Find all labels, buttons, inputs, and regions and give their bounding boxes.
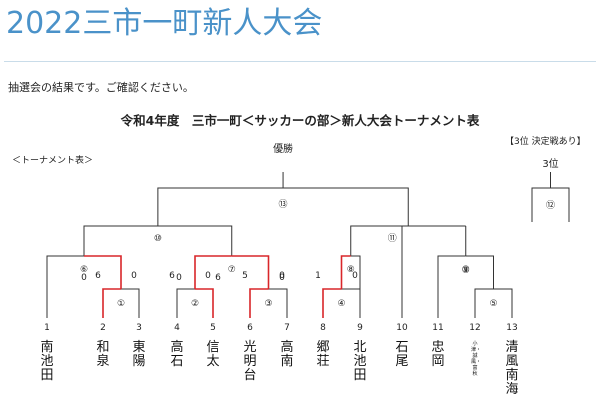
champion-label: 優勝	[273, 142, 293, 155]
team-number: 9	[357, 323, 363, 333]
score: 0	[205, 271, 211, 281]
score: 5	[242, 271, 248, 281]
team-name: 和泉	[96, 340, 110, 369]
score: 0	[352, 271, 358, 281]
bracket-line	[322, 288, 342, 318]
match-number: ⑩	[154, 234, 162, 244]
team-number: 11	[432, 323, 443, 333]
match-number: ①	[117, 299, 125, 309]
bracket-line	[231, 255, 270, 289]
team-number: 7	[284, 323, 290, 333]
bracket-line	[437, 255, 466, 318]
team-number: 3	[136, 323, 142, 333]
match-number: ⑤	[489, 299, 497, 309]
bracket-line	[350, 255, 361, 318]
match-number: ②	[191, 299, 199, 309]
team-number: 1	[44, 323, 50, 333]
bracket-line	[465, 255, 494, 289]
match-number: ⑨	[462, 265, 470, 275]
team-number: 4	[174, 323, 180, 333]
bracket-line	[268, 288, 288, 318]
third-place-note: 【3位 決定戦あり】	[505, 137, 586, 147]
match-number: ⑧	[347, 265, 355, 275]
match-number: ⑫	[546, 200, 555, 211]
team-name: 南池田	[40, 340, 54, 383]
match-number: ⑥	[80, 265, 88, 275]
team-name: 小津・誠風・富秋	[471, 341, 482, 377]
score: 0	[176, 273, 182, 283]
team-number: 13	[506, 323, 517, 333]
bracket-label: ＜トーナメント表＞	[12, 156, 94, 166]
team-number: 10	[396, 323, 408, 333]
team-number: 12	[469, 323, 480, 333]
team-name: 郷荘	[316, 340, 330, 369]
match-number: ⑪	[388, 233, 397, 244]
team-number: 2	[100, 323, 106, 333]
bracket-line	[46, 255, 84, 318]
bracket-line	[84, 255, 122, 289]
match-number: ③	[264, 299, 272, 309]
bracket-line	[401, 226, 467, 318]
bracket-line	[474, 288, 494, 318]
heading-divider	[4, 61, 596, 62]
score: 1	[315, 271, 321, 281]
bracket-title: 令和4年度 三市一町＜サッカーの部＞新人大会トーナメント表	[120, 113, 480, 128]
match-number: ⑦	[228, 265, 236, 275]
bracket-line	[157, 172, 409, 226]
team-name: 高南	[280, 340, 294, 369]
team-name: 高石	[170, 340, 184, 369]
score: 6	[95, 271, 101, 281]
team-number: 6	[247, 323, 253, 333]
bracket-line	[340, 255, 351, 289]
bracket-line	[194, 255, 232, 289]
team-name: 北池田	[353, 340, 367, 383]
bracket-line	[350, 225, 466, 256]
team-number: 5	[210, 323, 216, 333]
third-place-label: 3位	[542, 157, 558, 170]
team-name: 石尾	[395, 340, 409, 369]
intro-text: 抽選会の結果です。ご確認ください。	[8, 81, 194, 94]
match-number: ⑨	[462, 266, 470, 276]
score: 6	[215, 273, 221, 283]
bracket-line	[249, 288, 269, 318]
team-name: 光明台	[243, 340, 257, 383]
match-number: ④	[337, 299, 345, 309]
team-name: 忠岡	[431, 340, 445, 369]
team-number: 8	[320, 323, 326, 333]
score: 0	[279, 273, 285, 283]
score: 0	[131, 271, 137, 281]
bracket-line	[493, 288, 513, 318]
team-name: 東陽	[132, 340, 146, 369]
bracket-line	[102, 288, 121, 318]
team-name: 信太	[206, 340, 220, 369]
bracket-line	[176, 288, 195, 318]
bracket-line	[195, 288, 214, 318]
score: 6	[169, 271, 175, 281]
match-number: ⑬	[279, 199, 288, 210]
score: 0	[81, 273, 87, 283]
bracket-line	[121, 288, 140, 318]
bracket-line	[531, 172, 570, 222]
score: 0	[279, 271, 285, 281]
team-name: 清風南海	[505, 340, 519, 397]
page-heading: 2022三市一町新人大会	[6, 6, 323, 41]
